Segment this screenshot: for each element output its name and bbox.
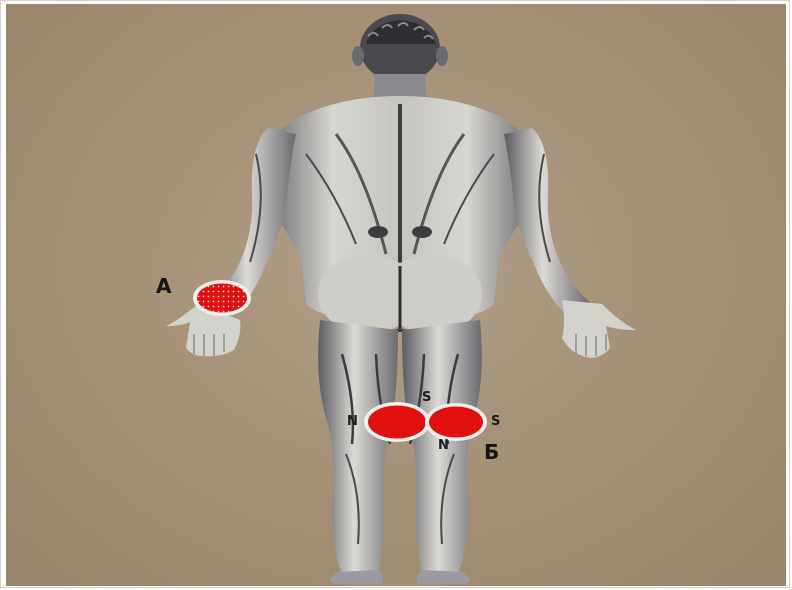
magnet-a-wrist [193, 280, 251, 316]
pole-right-north: N [438, 438, 449, 453]
magnet-b-left [364, 402, 430, 442]
pole-right-south: S [491, 414, 500, 429]
legs [318, 320, 482, 584]
label-b: Б [484, 440, 499, 464]
illustration-plate: А Б N S N S [6, 4, 786, 586]
label-a: А [156, 274, 171, 298]
left-arm [166, 128, 296, 356]
human-figure-back-view [6, 4, 786, 586]
buttocks [318, 254, 482, 334]
right-arm [504, 128, 636, 358]
pole-left-south: S [422, 390, 431, 405]
pole-left-north: N [347, 414, 358, 429]
head [352, 14, 448, 82]
magnet-b-right [425, 403, 487, 441]
